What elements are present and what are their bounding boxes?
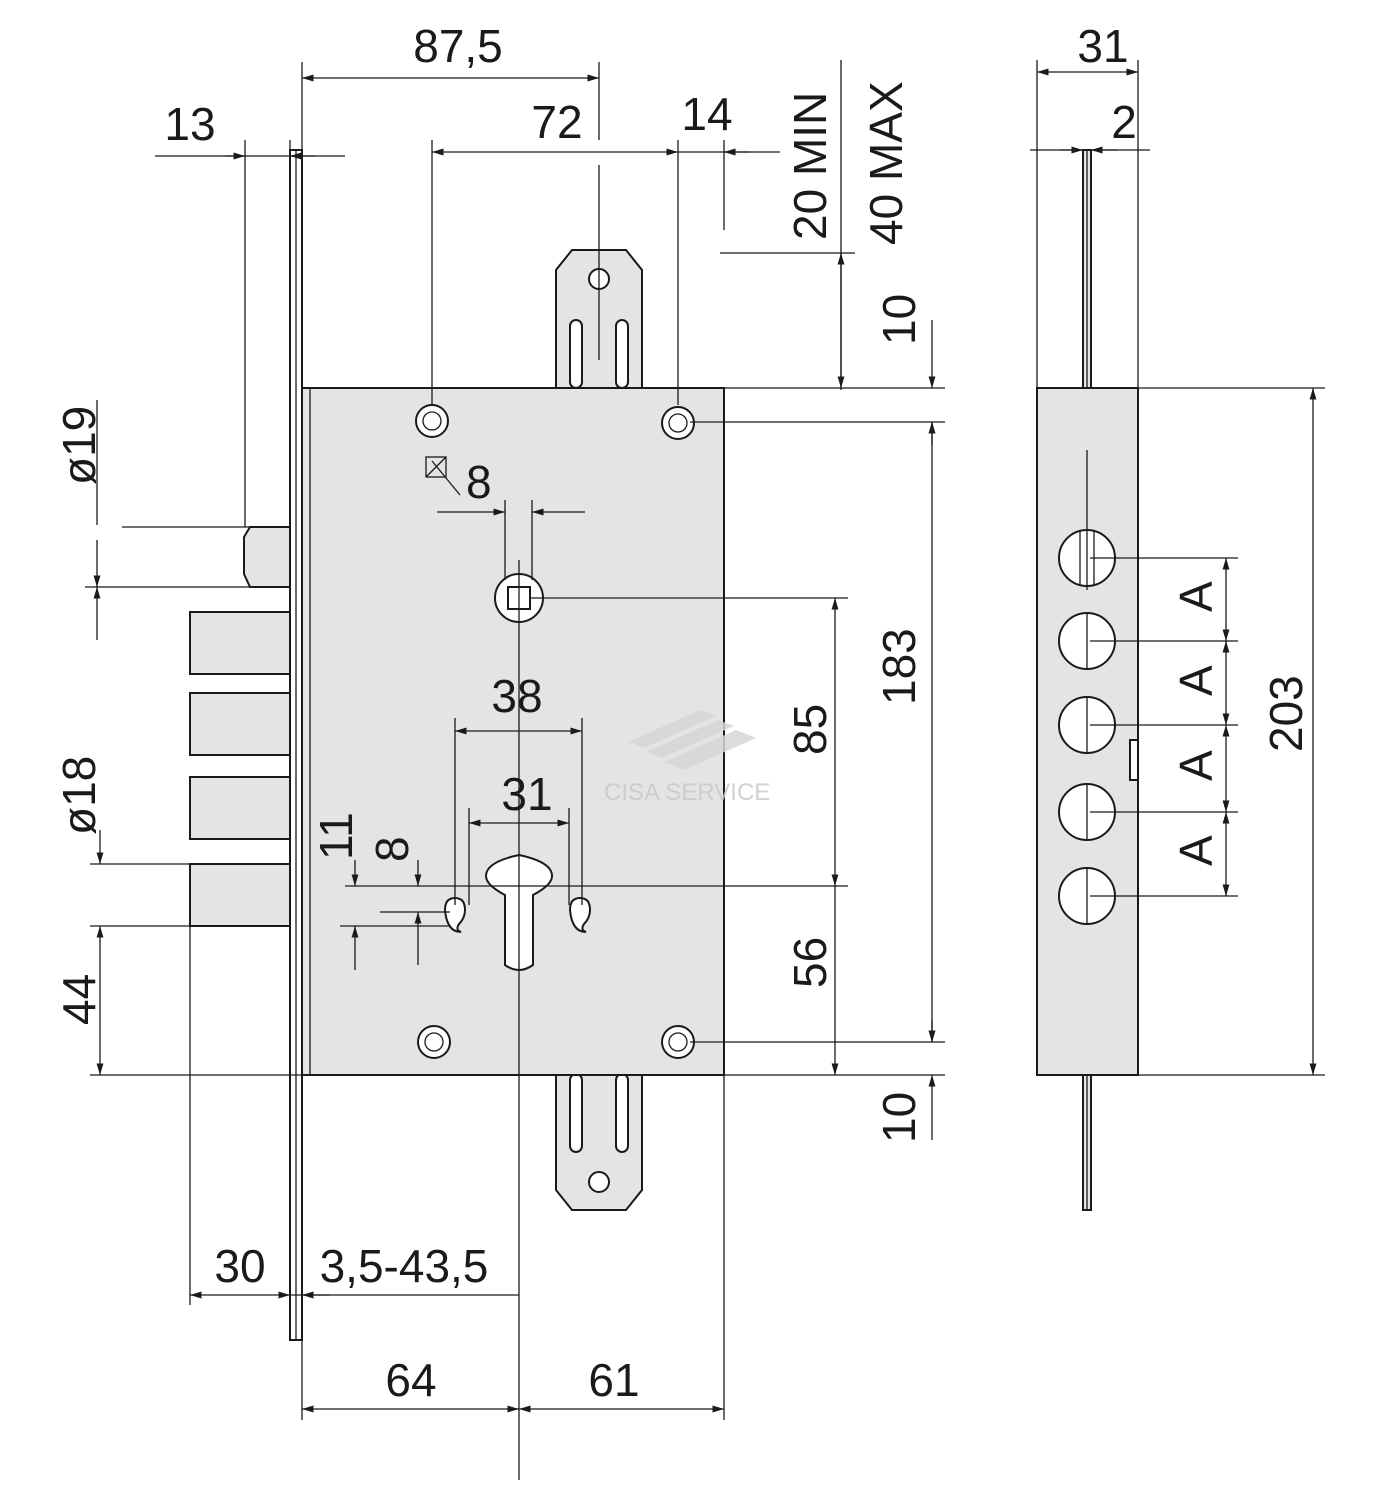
dim-14: 14 [681,88,732,140]
side-dimension-lines [1030,60,1325,1076]
dim-38: 38 [491,670,542,722]
dim-72: 72 [531,96,582,148]
dim-11: 11 [310,812,362,860]
dim-20-min: 20 MIN [784,92,836,240]
dim-10-bottom: 10 [873,1092,925,1143]
dim-61: 61 [588,1354,639,1406]
dim-3-5-43-5: 3,5-43,5 [320,1240,489,1292]
dim-44: 44 [53,974,105,1025]
watermark-text: CISA SERVICE [604,779,770,806]
dim-2: 2 [1111,96,1137,148]
dim-85: 85 [784,704,836,755]
side-latch [1058,450,1116,590]
dim-a-2: A [1170,665,1222,696]
front-view: CISA SERVICE 87,5 72 14 13 20 MIN 40 MAX… [53,20,945,1480]
dim-40-max: 40 MAX [860,81,912,245]
dim-31-side: 31 [1077,20,1128,72]
side-view: 31 2 203 A A A A [1030,20,1325,1211]
dim-8-small: 8 [366,836,418,862]
bottom-rod-plate [555,1073,643,1211]
fixing-holes [415,404,695,1059]
top-rod-plate [555,165,643,389]
deadbolts [189,611,291,927]
watermark-logo: CISA SERVICE [604,710,770,806]
dim-10-top: 10 [873,294,925,345]
dim-a-1: A [1170,581,1222,612]
dim-phi19: ø19 [53,406,105,485]
dim-64: 64 [385,1354,436,1406]
dim-203: 203 [1260,675,1312,752]
dimension-lines [85,60,945,1480]
dim-30: 30 [214,1240,265,1292]
dim-31-front: 31 [501,768,552,820]
dim-a-4: A [1170,835,1222,866]
latch-bolt [243,526,291,588]
dim-phi18: ø18 [53,756,105,835]
dim-183: 183 [873,628,925,705]
dim-8-square: 8 [466,456,492,508]
dim-13: 13 [164,98,215,150]
dim-56: 56 [784,937,836,988]
dim-a-3: A [1170,750,1222,781]
dim-87-5: 87,5 [413,20,503,72]
